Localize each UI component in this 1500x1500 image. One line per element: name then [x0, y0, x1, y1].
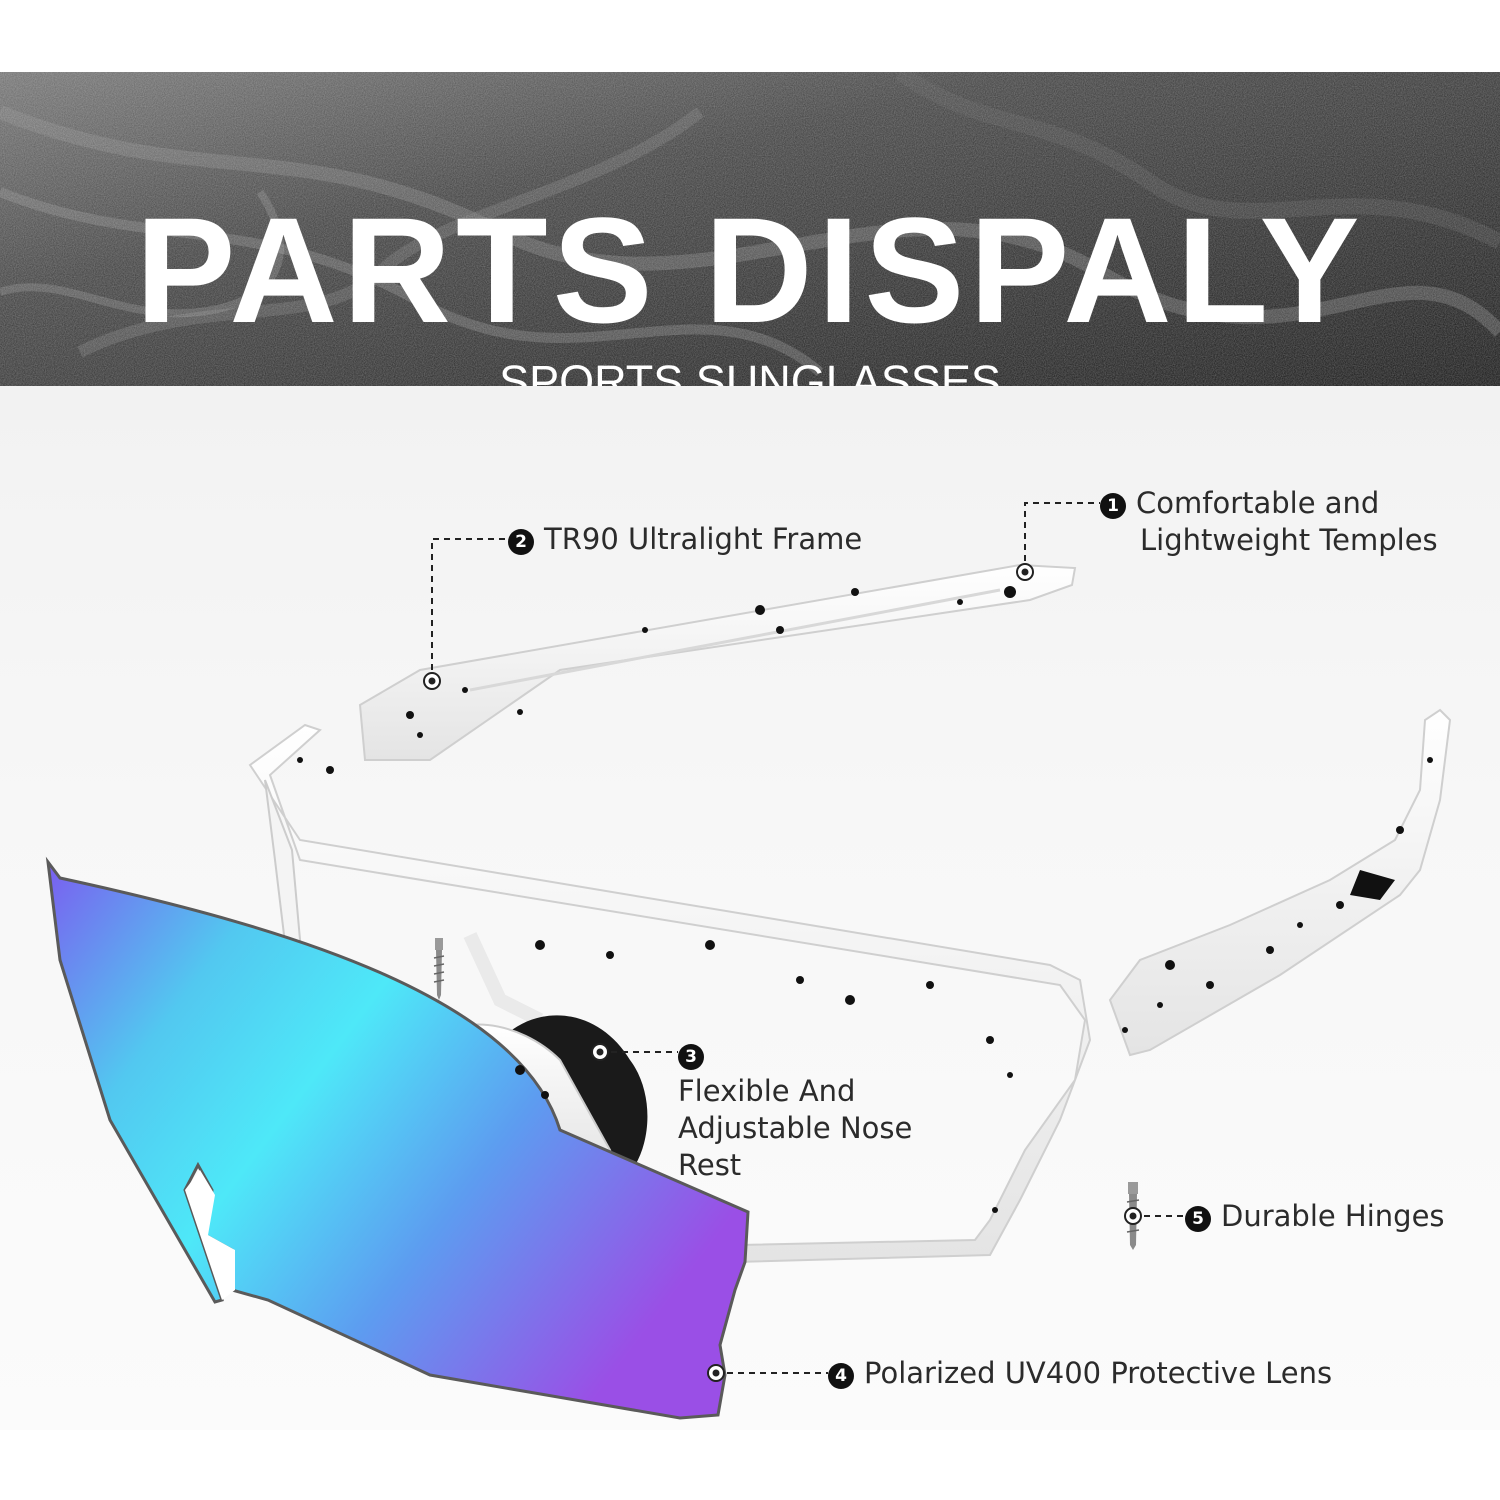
- callout-number: 3: [678, 1044, 704, 1070]
- header-banner: PARTS DISPALY SPORTS SUNGLASSES: [0, 72, 1500, 386]
- callout-text: Lightweight Temples: [1140, 523, 1438, 557]
- callout-nose-rest: 3 Flexible And Adjustable Nose Rest: [678, 1036, 912, 1184]
- callout-number: 5: [1185, 1206, 1211, 1232]
- callout-text: Adjustable Nose: [678, 1111, 913, 1145]
- bottom-margin: [0, 1430, 1500, 1500]
- callout-number: 2: [508, 529, 534, 555]
- page-subtitle: SPORTS SUNGLASSES: [499, 356, 1001, 386]
- callout-leaders: [431, 502, 1185, 1374]
- polarized-lens: [45, 856, 750, 1420]
- callout-text: Comfortable and: [1136, 486, 1380, 520]
- hinge-screw-small: [433, 938, 445, 1000]
- top-margin: [0, 0, 1500, 72]
- frame-speckles: [297, 586, 1433, 1213]
- callout-anchor-dots: [423, 563, 1142, 1382]
- callout-number: 1: [1100, 493, 1126, 519]
- page-title: PARTS DISPALY: [135, 186, 1365, 354]
- callout-number: 4: [828, 1363, 854, 1389]
- callout-hinges: 5 Durable Hinges: [1185, 1198, 1445, 1235]
- callout-text: Flexible And: [678, 1074, 856, 1108]
- callout-text: Polarized UV400 Protective Lens: [864, 1356, 1333, 1390]
- callout-text: Durable Hinges: [1221, 1199, 1445, 1233]
- temple-arm-left: [358, 563, 1077, 761]
- sand-texture-background: [0, 72, 1500, 386]
- callout-text: TR90 Ultralight Frame: [544, 522, 863, 556]
- callout-frame: 2 TR90 Ultralight Frame: [508, 521, 862, 558]
- callout-lens: 4 Polarized UV400 Protective Lens: [828, 1355, 1332, 1392]
- callout-text: Rest: [678, 1148, 742, 1182]
- temple-arm-right: [1108, 708, 1452, 1057]
- callout-temples: 1 Comfortable and Lightweight Temples: [1100, 485, 1438, 559]
